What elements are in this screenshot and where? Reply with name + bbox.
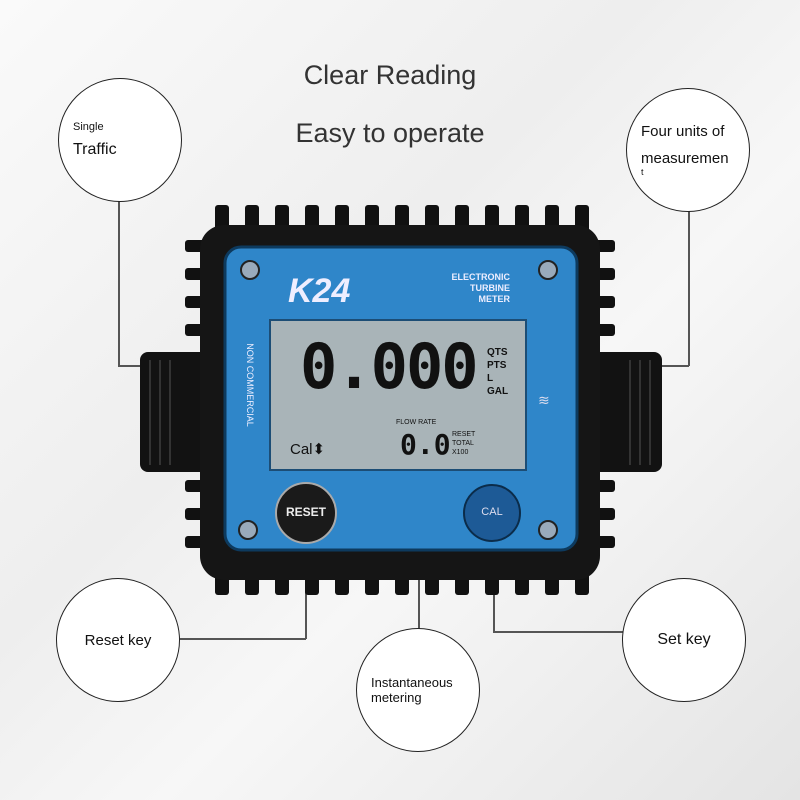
up-down-arrow-icon: ⬍ <box>312 441 326 458</box>
cal-indicator: Cal⬍ <box>290 440 325 458</box>
reset-button[interactable]: RESET <box>285 505 326 519</box>
signal-icon: ≋ <box>538 392 550 408</box>
side-label: NON COMMERCIAL <box>245 343 255 427</box>
callout-reset-key: Reset key <box>56 578 180 702</box>
unit-qts: QTS <box>487 347 508 358</box>
flag-total: TOTAL <box>452 440 474 447</box>
callout-text: Single <box>73 121 104 133</box>
flow-flags: RESET TOTAL X100 <box>452 430 475 457</box>
connector-line <box>493 631 623 633</box>
callout-text: Four units of <box>641 123 725 140</box>
brand-logo: K24 <box>288 272 351 310</box>
unit-pts: PTS <box>487 360 507 371</box>
headline-clear-reading: Clear Reading <box>303 60 477 90</box>
callout-text: Reset key <box>84 631 152 649</box>
connector-line <box>688 210 690 366</box>
unit-gal: GAL <box>487 386 509 397</box>
unit-list: QTS PTS L GAL <box>487 346 508 398</box>
callout-single-traffic: Single Traffic <box>58 78 182 202</box>
callout-text: measuremen <box>641 150 729 167</box>
subtitle-line: ELECTRONIC <box>451 272 511 282</box>
callout-four-units: Four units of measuremen t <box>626 88 750 212</box>
cal-button[interactable]: CAL <box>481 506 503 518</box>
flow-value: 0.0 <box>400 428 451 461</box>
headline-easy-to-operate: Easy to operate <box>295 118 485 148</box>
connector-line <box>180 638 306 640</box>
callout-text: t <box>641 167 644 177</box>
flag-x100: X100 <box>452 449 469 456</box>
callout-text: Set key <box>657 631 711 648</box>
main-reading: 0.000 <box>300 330 479 403</box>
flag-reset: RESET <box>452 431 476 438</box>
connector-line <box>118 200 120 366</box>
callout-text: Traffic <box>73 141 117 158</box>
unit-l: L <box>487 373 494 384</box>
flow-rate-label: FLOW RATE <box>396 419 437 426</box>
callout-set-key: Set key <box>622 578 746 702</box>
callout-text: Instantaneous <box>371 675 453 690</box>
meter-subtitle: ELECTRONIC TURBINE METER <box>420 272 511 305</box>
subtitle-line: TURBINE <box>470 283 510 293</box>
cal-label: Cal <box>290 441 313 458</box>
subtitle-line: METER <box>478 294 511 304</box>
callout-instantaneous-metering: Instantaneous metering <box>356 628 480 752</box>
callout-text: metering <box>371 690 422 705</box>
